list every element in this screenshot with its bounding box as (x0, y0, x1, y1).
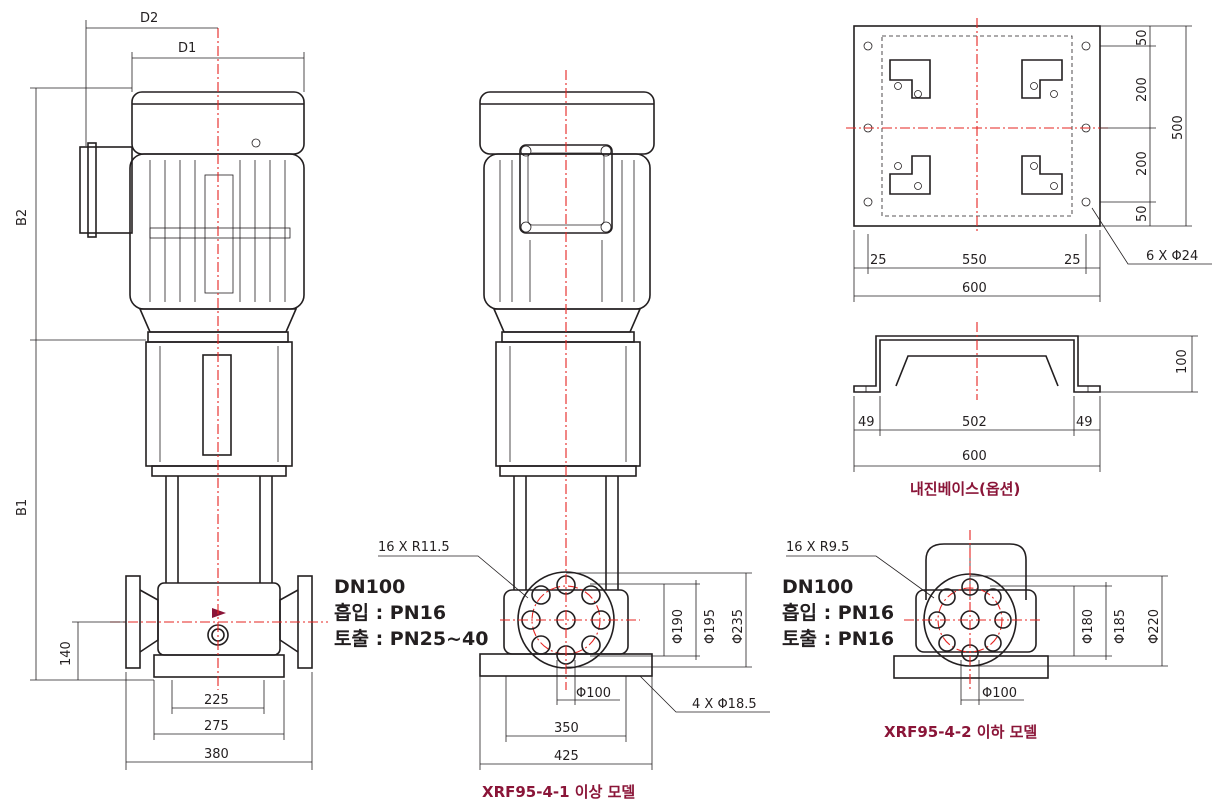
base-side-dimensions: 100 49 502 49 600 내진베이스(옵션) (853, 335, 1198, 498)
dim-100: 100 (1175, 349, 1190, 374)
dim-bore-phi100-right: Φ100 (982, 686, 1017, 701)
right-view-dimensions: 16 X R9.5 DN100 흡입 : PN16 토출 : PN16 Φ180… (782, 540, 1168, 741)
dim-500: 500 (1171, 115, 1186, 140)
bolt-callout-r115: 16 X R11.5 (378, 540, 450, 555)
left-view-dimensions: D2 D1 B2 B1 140 225 275 380 (15, 11, 313, 770)
spec-dn100: DN100 (334, 576, 405, 598)
dim-275: 275 (204, 719, 229, 734)
dim-phi195: Φ195 (703, 609, 718, 644)
dim-25-right: 25 (1064, 253, 1081, 268)
hole-callout-24: 6 X Φ24 (1146, 249, 1198, 264)
dim-d1: D1 (178, 41, 196, 56)
base-side-view (853, 322, 1101, 400)
dim-49-right: 49 (1076, 415, 1093, 430)
left-pump-view (79, 28, 328, 690)
spec-discharge-right: 토출 : PN16 (782, 628, 894, 650)
base-plan-dimensions: 50 200 200 50 500 25 550 25 600 6 X Φ24 (853, 25, 1212, 302)
spec-suction-right: 흡입 : PN16 (782, 601, 894, 624)
dim-600-side: 600 (962, 449, 987, 464)
dim-phi185: Φ185 (1113, 609, 1128, 644)
dim-phi235: Φ235 (731, 609, 746, 644)
dim-phi180: Φ180 (1081, 609, 1096, 644)
caption-seismic-base: 내진베이스(옵션) (910, 480, 1020, 498)
dim-200-lower: 200 (1135, 151, 1150, 176)
spec-dn100-right: DN100 (782, 576, 853, 598)
middle-pump-view (479, 70, 655, 690)
base-plan-view (846, 18, 1108, 234)
dim-350: 350 (554, 721, 579, 736)
dim-b1: B1 (15, 499, 30, 516)
dim-200-upper: 200 (1135, 77, 1150, 102)
middle-view-dimensions: 16 X R11.5 DN100 흡입 : PN16 토출 : PN25~40 … (334, 540, 770, 801)
spec-suction: 흡입 : PN16 (334, 601, 446, 624)
dim-600-top: 600 (962, 281, 987, 296)
dim-49-left: 49 (858, 415, 875, 430)
dim-bore-phi100: Φ100 (576, 686, 611, 701)
dim-502: 502 (962, 415, 987, 430)
caption-xrf95-4-2: XRF95-4-2 이하 모델 (884, 723, 1037, 741)
dim-50-bottom: 50 (1135, 205, 1150, 222)
spec-discharge: 토출 : PN25~40 (334, 628, 488, 650)
bolt-callout-r95: 16 X R9.5 (786, 540, 849, 555)
dim-225: 225 (204, 693, 229, 708)
dim-b2: B2 (15, 209, 30, 226)
hole-callout-185: 4 X Φ18.5 (692, 697, 757, 712)
dim-50-top: 50 (1135, 29, 1150, 46)
dim-550: 550 (962, 253, 987, 268)
caption-xrf95-4-1: XRF95-4-1 이상 모델 (482, 783, 635, 801)
dim-425: 425 (554, 749, 579, 764)
dim-25-left: 25 (870, 253, 887, 268)
dim-d2: D2 (140, 11, 158, 26)
dim-phi190: Φ190 (671, 609, 686, 644)
dim-380: 380 (204, 747, 229, 762)
dim-phi220: Φ220 (1147, 609, 1162, 644)
dim-140: 140 (59, 641, 74, 666)
